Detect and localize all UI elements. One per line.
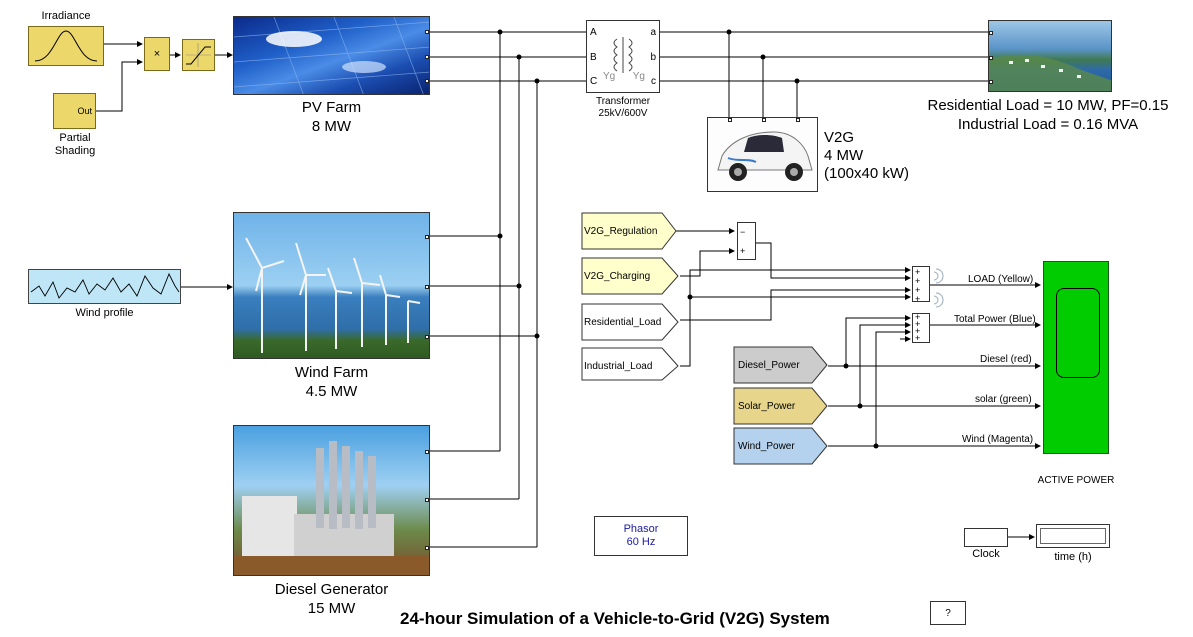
time-display-block[interactable] (1036, 524, 1110, 548)
display-screen (1040, 528, 1106, 544)
sum-sign: + (915, 276, 921, 286)
sum-sign: + (915, 285, 921, 295)
from-solar-power[interactable]: Solar_Power (738, 400, 796, 412)
power-plant-icon (234, 441, 429, 575)
diesel-generator-image[interactable] (233, 425, 430, 576)
pv-farm-image[interactable] (233, 16, 430, 95)
clock-label: Clock (972, 548, 1000, 560)
transformer-port-c-out: c (651, 76, 656, 87)
shading-out-port: Out (77, 106, 92, 116)
sum-sign: + (915, 333, 921, 343)
diesel-generator-name: Diesel Generator (274, 581, 389, 598)
signal-total-label: Total Power (Blue) (954, 314, 1036, 325)
transformer-port-a-in: A (590, 27, 597, 38)
pv-farm-name: PV Farm (301, 99, 362, 116)
sum-sign: − (740, 227, 746, 237)
bell-curve-icon (34, 30, 98, 62)
from-v2g-regulation[interactable]: V2G_Regulation (584, 225, 658, 237)
wind-farm-image[interactable] (233, 212, 430, 359)
irradiance-block[interactable] (28, 26, 104, 66)
signal-wireless-icon (933, 268, 944, 308)
wind-profile-label: Wind profile (75, 307, 134, 319)
help-button[interactable]: ? (930, 601, 966, 625)
transformer-coil-icon (613, 37, 633, 73)
time-display-label: time (h) (1054, 551, 1092, 563)
irradiance-label: Irradiance (41, 10, 91, 22)
from-v2g-charging[interactable]: V2G_Charging (584, 270, 651, 282)
transformer-port-b-out: b (650, 52, 656, 63)
wind-profile-block[interactable] (28, 269, 181, 304)
v2g-units: (100x40 kW) (824, 165, 910, 182)
from-diesel-power[interactable]: Diesel_Power (738, 359, 800, 371)
sum-sign: + (740, 246, 746, 256)
town-coast-icon (989, 54, 1111, 91)
wind-waveform-icon (30, 272, 180, 299)
transformer-port-c-in: C (590, 76, 598, 87)
electric-car-icon (717, 131, 813, 181)
transformer-winding-left: Yg (603, 71, 616, 82)
total-sum-block[interactable]: + + + + (912, 313, 930, 343)
power-tag-shapes (733, 346, 828, 465)
diagram-title: 24-hour Simulation of a Vehicle-to-Grid … (400, 609, 830, 628)
load-description-line2: Industrial Load = 0.16 MVA (957, 116, 1139, 133)
v2g-sum-block[interactable]: − + (737, 222, 756, 260)
sum-sign: + (915, 319, 921, 329)
diesel-generator-rating: 15 MW (307, 600, 356, 617)
sum-sign: + (915, 267, 921, 277)
transformer-port-a-out: a (650, 27, 656, 38)
from-industrial-load[interactable]: Industrial_Load (584, 360, 653, 372)
pv-farm-rating: 8 MW (311, 118, 352, 135)
v2g-rating: 4 MW (824, 147, 864, 164)
scope-label: ACTIVE POWER (1037, 475, 1115, 486)
scope-screen-icon (1056, 288, 1100, 378)
from-tag-shapes (581, 212, 679, 381)
transformer-port-b-in: B (590, 52, 597, 63)
load-description-line1: Residential Load = 10 MW, PF=0.15 (927, 97, 1169, 114)
v2g-name: V2G (824, 129, 855, 146)
wind-farm-name: Wind Farm (294, 364, 369, 381)
v2g-image[interactable] (707, 117, 818, 192)
transformer-name: Transformer (595, 96, 651, 107)
saturation-icon (186, 43, 211, 67)
multiply-block[interactable]: × (144, 37, 170, 71)
load-sum-block[interactable]: + + + + (912, 266, 930, 304)
clock-block[interactable] (964, 528, 1008, 547)
sum-sign: + (915, 326, 921, 336)
phasor-frequency: 60 Hz (626, 536, 656, 548)
wind-farm-rating: 4.5 MW (305, 383, 358, 400)
signal-load-label: LOAD (Yellow) (968, 274, 1034, 285)
load-image[interactable] (988, 20, 1112, 92)
signal-diesel-label: Diesel (red) (980, 354, 1032, 365)
saturation-block[interactable] (182, 39, 215, 71)
partial-shading-block[interactable]: Out (53, 93, 96, 129)
phasor-mode: Phasor (623, 523, 659, 535)
transformer-rating: 25kV/600V (598, 108, 648, 119)
partial-shading-label: Partial Shading (54, 132, 96, 157)
wind-turbine-icon (245, 237, 421, 353)
active-power-scope[interactable] (1043, 261, 1109, 454)
signal-solar-label: solar (green) (975, 394, 1032, 405)
transformer-block[interactable]: A B C a b c Yg Yg (586, 20, 660, 93)
signal-wind-label: Wind (Magenta) (962, 434, 1034, 445)
from-wind-power[interactable]: Wind_Power (738, 440, 795, 452)
from-residential-load[interactable]: Residential_Load (584, 316, 662, 328)
sum-sign: + (915, 294, 921, 304)
solar-panel-icon (234, 17, 429, 94)
powergui-phasor-block[interactable]: Phasor 60 Hz (594, 516, 688, 556)
sum-sign: + (915, 312, 921, 322)
transformer-winding-right: Yg (632, 71, 645, 82)
